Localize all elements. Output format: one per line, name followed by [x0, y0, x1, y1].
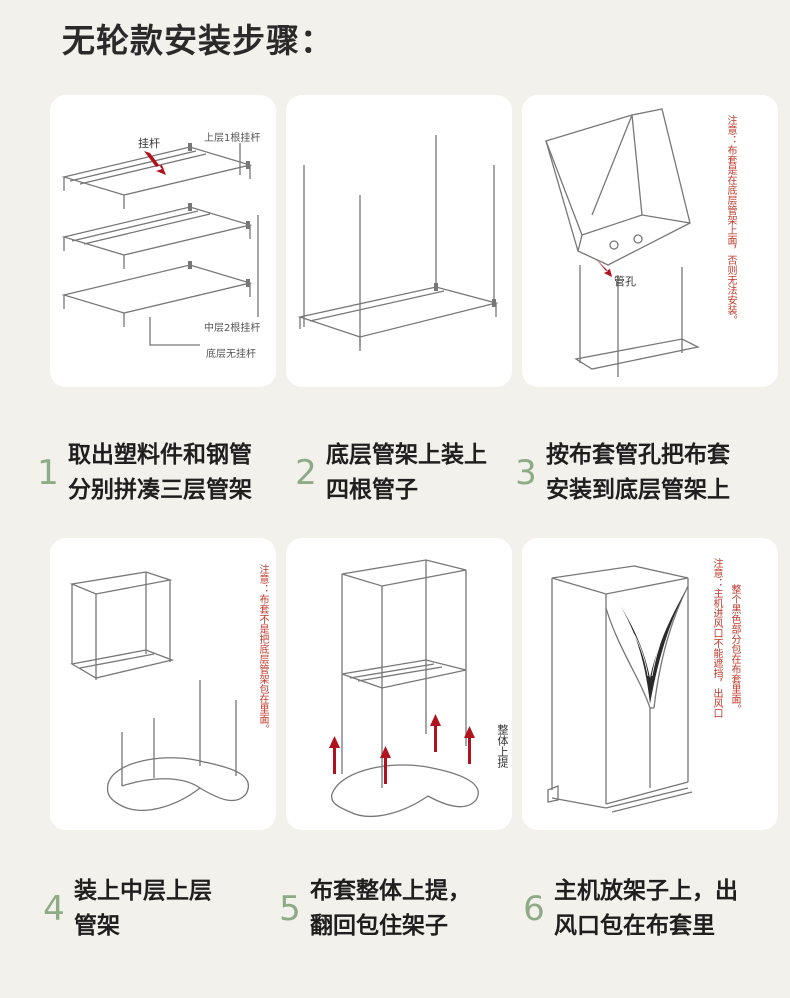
step-5-line1: 布套整体上提，: [310, 878, 471, 904]
step-number: 6: [523, 889, 545, 929]
step-3-illustration: 管孔 注意：布套是在底层管架上面，否则无法安装。: [522, 95, 778, 387]
step-6-line2: 风口包在布套里: [554, 913, 715, 939]
pipe-hole-label: 管孔: [614, 275, 636, 288]
step-4-note: 注意：布套不是把底层管架包在里面。: [257, 564, 268, 734]
step-2-illustration: [286, 95, 512, 387]
step-2-line1: 底层管架上装上: [326, 442, 487, 468]
step-5-caption: 5 布套整体上提， 翻回包住架子: [278, 874, 471, 944]
step-1-illustration: 挂杆 上层1根挂杆 中层2根挂杆 底层无挂杆: [50, 95, 276, 387]
step-4-line1: 装上中层上层: [74, 878, 212, 904]
step-number: 4: [43, 889, 65, 929]
step-4-line2: 管架: [74, 913, 120, 939]
step-6-note-a: 注意：主机进风口不能遮挡，出风口: [711, 558, 722, 718]
step-6-line1: 主机放架子上，出: [554, 878, 738, 904]
step-2-line2: 四根管子: [326, 477, 418, 503]
step-number: 2: [295, 453, 317, 493]
step-3-line1: 按布套管孔把布套: [546, 442, 730, 468]
step-1-caption: 1 取出塑料件和钢管分别拼凑三层管架: [36, 438, 252, 508]
step-5-line2: 翻回包住架子: [310, 913, 448, 939]
bottom-layer-label: 底层无挂杆: [206, 349, 256, 360]
step-3-note: 注意：布套是在底层管架上面，否则无法安装。: [725, 115, 736, 325]
step-1-line1: 取出塑料件和钢管: [68, 442, 252, 468]
step-4-illustration: 注意：布套不是把底层管架包在里面。: [50, 538, 276, 830]
step-number: 1: [37, 453, 59, 493]
lift-label: 整体上提: [496, 724, 509, 768]
page-title: 无轮款安装步骤：: [62, 21, 334, 60]
step-5-illustration: 整体上提: [286, 538, 512, 830]
middle-layer-label: 中层2根挂杆: [204, 323, 261, 334]
step-4-caption: 4 装上中层上层管架: [42, 874, 212, 944]
step-2-caption: 2 底层管架上装上四根管子: [294, 438, 487, 508]
step-6-note-b: 整个黑色部分包在布套里面。: [729, 584, 740, 714]
step-3-caption: 3 按布套管孔把布套安装到底层管架上: [514, 438, 730, 508]
step-1-line2: 分别拼凑三层管架: [68, 477, 252, 503]
step-number: 3: [515, 453, 537, 493]
step-3-line2: 安装到底层管架上: [546, 477, 730, 503]
step-6-caption: 6 主机放架子上，出风口包在布套里: [522, 874, 738, 944]
step-number: 5: [279, 889, 301, 929]
step-6-illustration: 注意：主机进风口不能遮挡，出风口 整个黑色部分包在布套里面。: [522, 538, 778, 830]
top-layer-label: 上层1根挂杆: [204, 133, 261, 144]
rod-label: 挂杆: [138, 137, 160, 150]
